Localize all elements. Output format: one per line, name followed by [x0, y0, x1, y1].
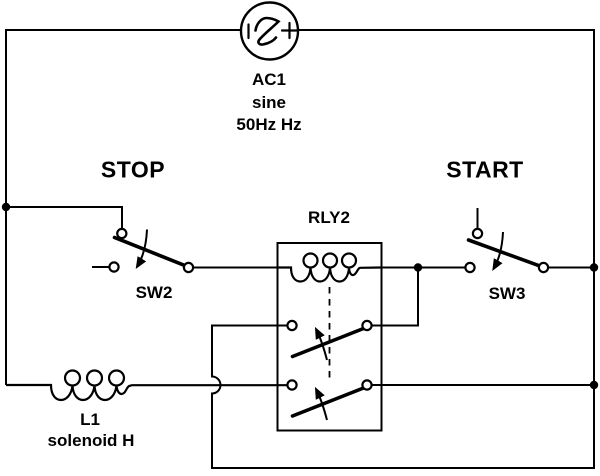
sine-wave-icon: [254, 16, 281, 46]
switch-blade: [466, 238, 542, 268]
power-rails: [5, 29, 595, 469]
ac-source-designator: AC1: [251, 70, 287, 89]
contact-terminal: [361, 379, 373, 391]
start-caption: START: [446, 156, 524, 183]
switch-terminal: [108, 261, 120, 273]
actuation-arrow-icon: [492, 231, 504, 272]
start-switch-designator: SW3: [488, 284, 526, 303]
actuation-arrow-icon: [135, 229, 148, 269]
stop-feed-wire: [6, 206, 123, 229]
stop-caption: STOP: [100, 156, 166, 183]
ac-source-symbol: [239, 1, 300, 61]
relay-body-outline: [276, 242, 383, 432]
contact-terminal: [286, 319, 298, 332]
ac-source-value: 50Hz Hz: [236, 115, 302, 134]
relay-coil-icon: [278, 252, 382, 283]
inductor-designator: L1: [80, 410, 100, 429]
junction-dot: [589, 263, 599, 272]
latch-branch-wire-with-hop: [211, 324, 595, 469]
switch-blade: [112, 235, 187, 268]
stop-switch-symbol: [6, 206, 278, 274]
junction-dot: [413, 263, 423, 272]
switch-terminal: [464, 261, 476, 274]
contact-blade: [290, 326, 366, 359]
inductor-symbol: [6, 369, 288, 402]
contact-terminal: [361, 319, 373, 332]
contact-blade: [290, 386, 366, 418]
relay-designator: RLY2: [308, 208, 350, 227]
inductor-description: solenoid H: [47, 431, 135, 450]
plus-polarity-mark: [280, 21, 299, 40]
switch-terminal: [116, 227, 128, 240]
actuation-arrow-icon: [314, 326, 328, 361]
ac-source-waveform: sine: [251, 93, 287, 112]
actuation-arrow-icon: [314, 386, 328, 421]
inductor-coil-icon: [6, 369, 288, 402]
switch-terminal: [537, 261, 550, 274]
switch-terminal: [471, 227, 484, 240]
contact-terminal: [286, 379, 298, 391]
stop-switch-designator: SW2: [135, 283, 173, 302]
relay-symbol: [276, 242, 594, 432]
switch-terminal: [182, 261, 195, 274]
coil-to-contact1-wire: [371, 267, 419, 327]
junction-dot: [589, 380, 599, 390]
junction-dots: [1, 202, 599, 390]
junction-dot: [1, 202, 11, 212]
start-switch-symbol: [381, 208, 594, 274]
